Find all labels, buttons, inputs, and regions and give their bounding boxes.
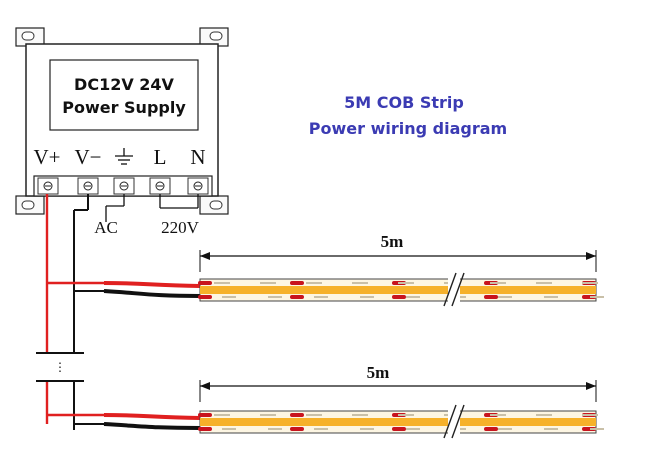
strip-marking bbox=[352, 414, 368, 416]
strip-break-gap bbox=[448, 274, 460, 306]
terminal-label-v-plus: V+ bbox=[33, 145, 60, 169]
strip-marking bbox=[398, 282, 414, 284]
mount-hole bbox=[21, 31, 35, 41]
strip-marking bbox=[268, 428, 282, 430]
strip-marking bbox=[590, 296, 604, 298]
solder-pad bbox=[290, 427, 304, 431]
psu-label-panel bbox=[49, 59, 199, 131]
cob-strip-1 bbox=[198, 272, 604, 307]
terminal-screws bbox=[37, 177, 209, 195]
strip-marking bbox=[214, 282, 230, 284]
psu-label-line2: Power Supply bbox=[62, 98, 186, 117]
strip-break-mark bbox=[451, 272, 465, 307]
strip-marking bbox=[314, 296, 328, 298]
strip-marking bbox=[398, 414, 414, 416]
solder-pad bbox=[392, 427, 406, 431]
solder-pad bbox=[484, 427, 498, 431]
solder-pad bbox=[290, 281, 304, 285]
strip-marking bbox=[544, 428, 558, 430]
strip-marking bbox=[360, 428, 374, 430]
strip-break-gap bbox=[448, 406, 460, 438]
dimension-line-strip-1 bbox=[199, 250, 597, 272]
solder-pad bbox=[290, 295, 304, 299]
psu-label-line1: DC12V 24V bbox=[74, 75, 175, 94]
strip-marking bbox=[498, 428, 512, 430]
solder-pad bbox=[198, 427, 212, 431]
strip-marking bbox=[490, 414, 506, 416]
strip-marking bbox=[544, 296, 558, 298]
solder-pad bbox=[198, 295, 212, 299]
strip-marking bbox=[536, 282, 552, 284]
diagram-title-line1: 5M COB Strip bbox=[344, 93, 464, 112]
ground-symbol-icon bbox=[115, 148, 133, 165]
strip-marking bbox=[222, 296, 236, 298]
mount-hole bbox=[21, 200, 35, 210]
strip-marking bbox=[582, 282, 598, 284]
strip-marking bbox=[260, 414, 276, 416]
strip-2-length-label: 5m bbox=[367, 363, 390, 382]
strip-marking bbox=[314, 428, 328, 430]
strip-break-mark bbox=[443, 404, 457, 439]
mount-hole bbox=[209, 31, 223, 41]
dimension-line-strip-2 bbox=[199, 380, 597, 402]
strip-2-leads bbox=[103, 413, 201, 430]
strip-break-mark bbox=[451, 404, 465, 439]
strip-marking bbox=[360, 296, 374, 298]
diagram-title-line2: Power wiring diagram bbox=[309, 119, 507, 138]
solder-pad bbox=[484, 295, 498, 299]
strip-1-length-label: 5m bbox=[381, 232, 404, 251]
strip-marking bbox=[498, 296, 512, 298]
cob-strip-2 bbox=[198, 404, 604, 439]
terminal-label-v-minus: V− bbox=[74, 145, 101, 169]
solder-pad bbox=[198, 413, 212, 417]
strip-marking bbox=[214, 414, 230, 416]
strip-marking bbox=[490, 282, 506, 284]
strip-1-leads bbox=[103, 281, 201, 298]
solder-pad bbox=[198, 281, 212, 285]
strip-marking bbox=[352, 282, 368, 284]
svg-text:⋮: ⋮ bbox=[54, 360, 66, 374]
strip-marking bbox=[406, 296, 420, 298]
strip-break-mark bbox=[443, 272, 457, 307]
ac-input bbox=[105, 194, 199, 222]
cob-led-band bbox=[200, 286, 596, 294]
power-supply: DC12V 24V Power Supply V+ V− L N bbox=[15, 27, 229, 215]
strip-marking bbox=[406, 428, 420, 430]
strip-marking bbox=[306, 282, 322, 284]
terminal-label-l: L bbox=[154, 145, 167, 169]
strip-marking bbox=[306, 414, 322, 416]
cob-led-band bbox=[200, 418, 596, 426]
ac-label: AC bbox=[94, 218, 118, 237]
strip-marking bbox=[222, 428, 236, 430]
solder-pad bbox=[290, 413, 304, 417]
strip-marking bbox=[260, 282, 276, 284]
mount-hole bbox=[209, 200, 223, 210]
strip-marking bbox=[590, 428, 604, 430]
solder-pad bbox=[392, 295, 406, 299]
terminal-label-n: N bbox=[190, 145, 205, 169]
voltage-label: 220V bbox=[161, 218, 200, 237]
power-trunk-wires: ⋮ bbox=[36, 194, 104, 430]
strip-marking bbox=[582, 414, 598, 416]
strip-marking bbox=[268, 296, 282, 298]
strip-marking bbox=[536, 414, 552, 416]
